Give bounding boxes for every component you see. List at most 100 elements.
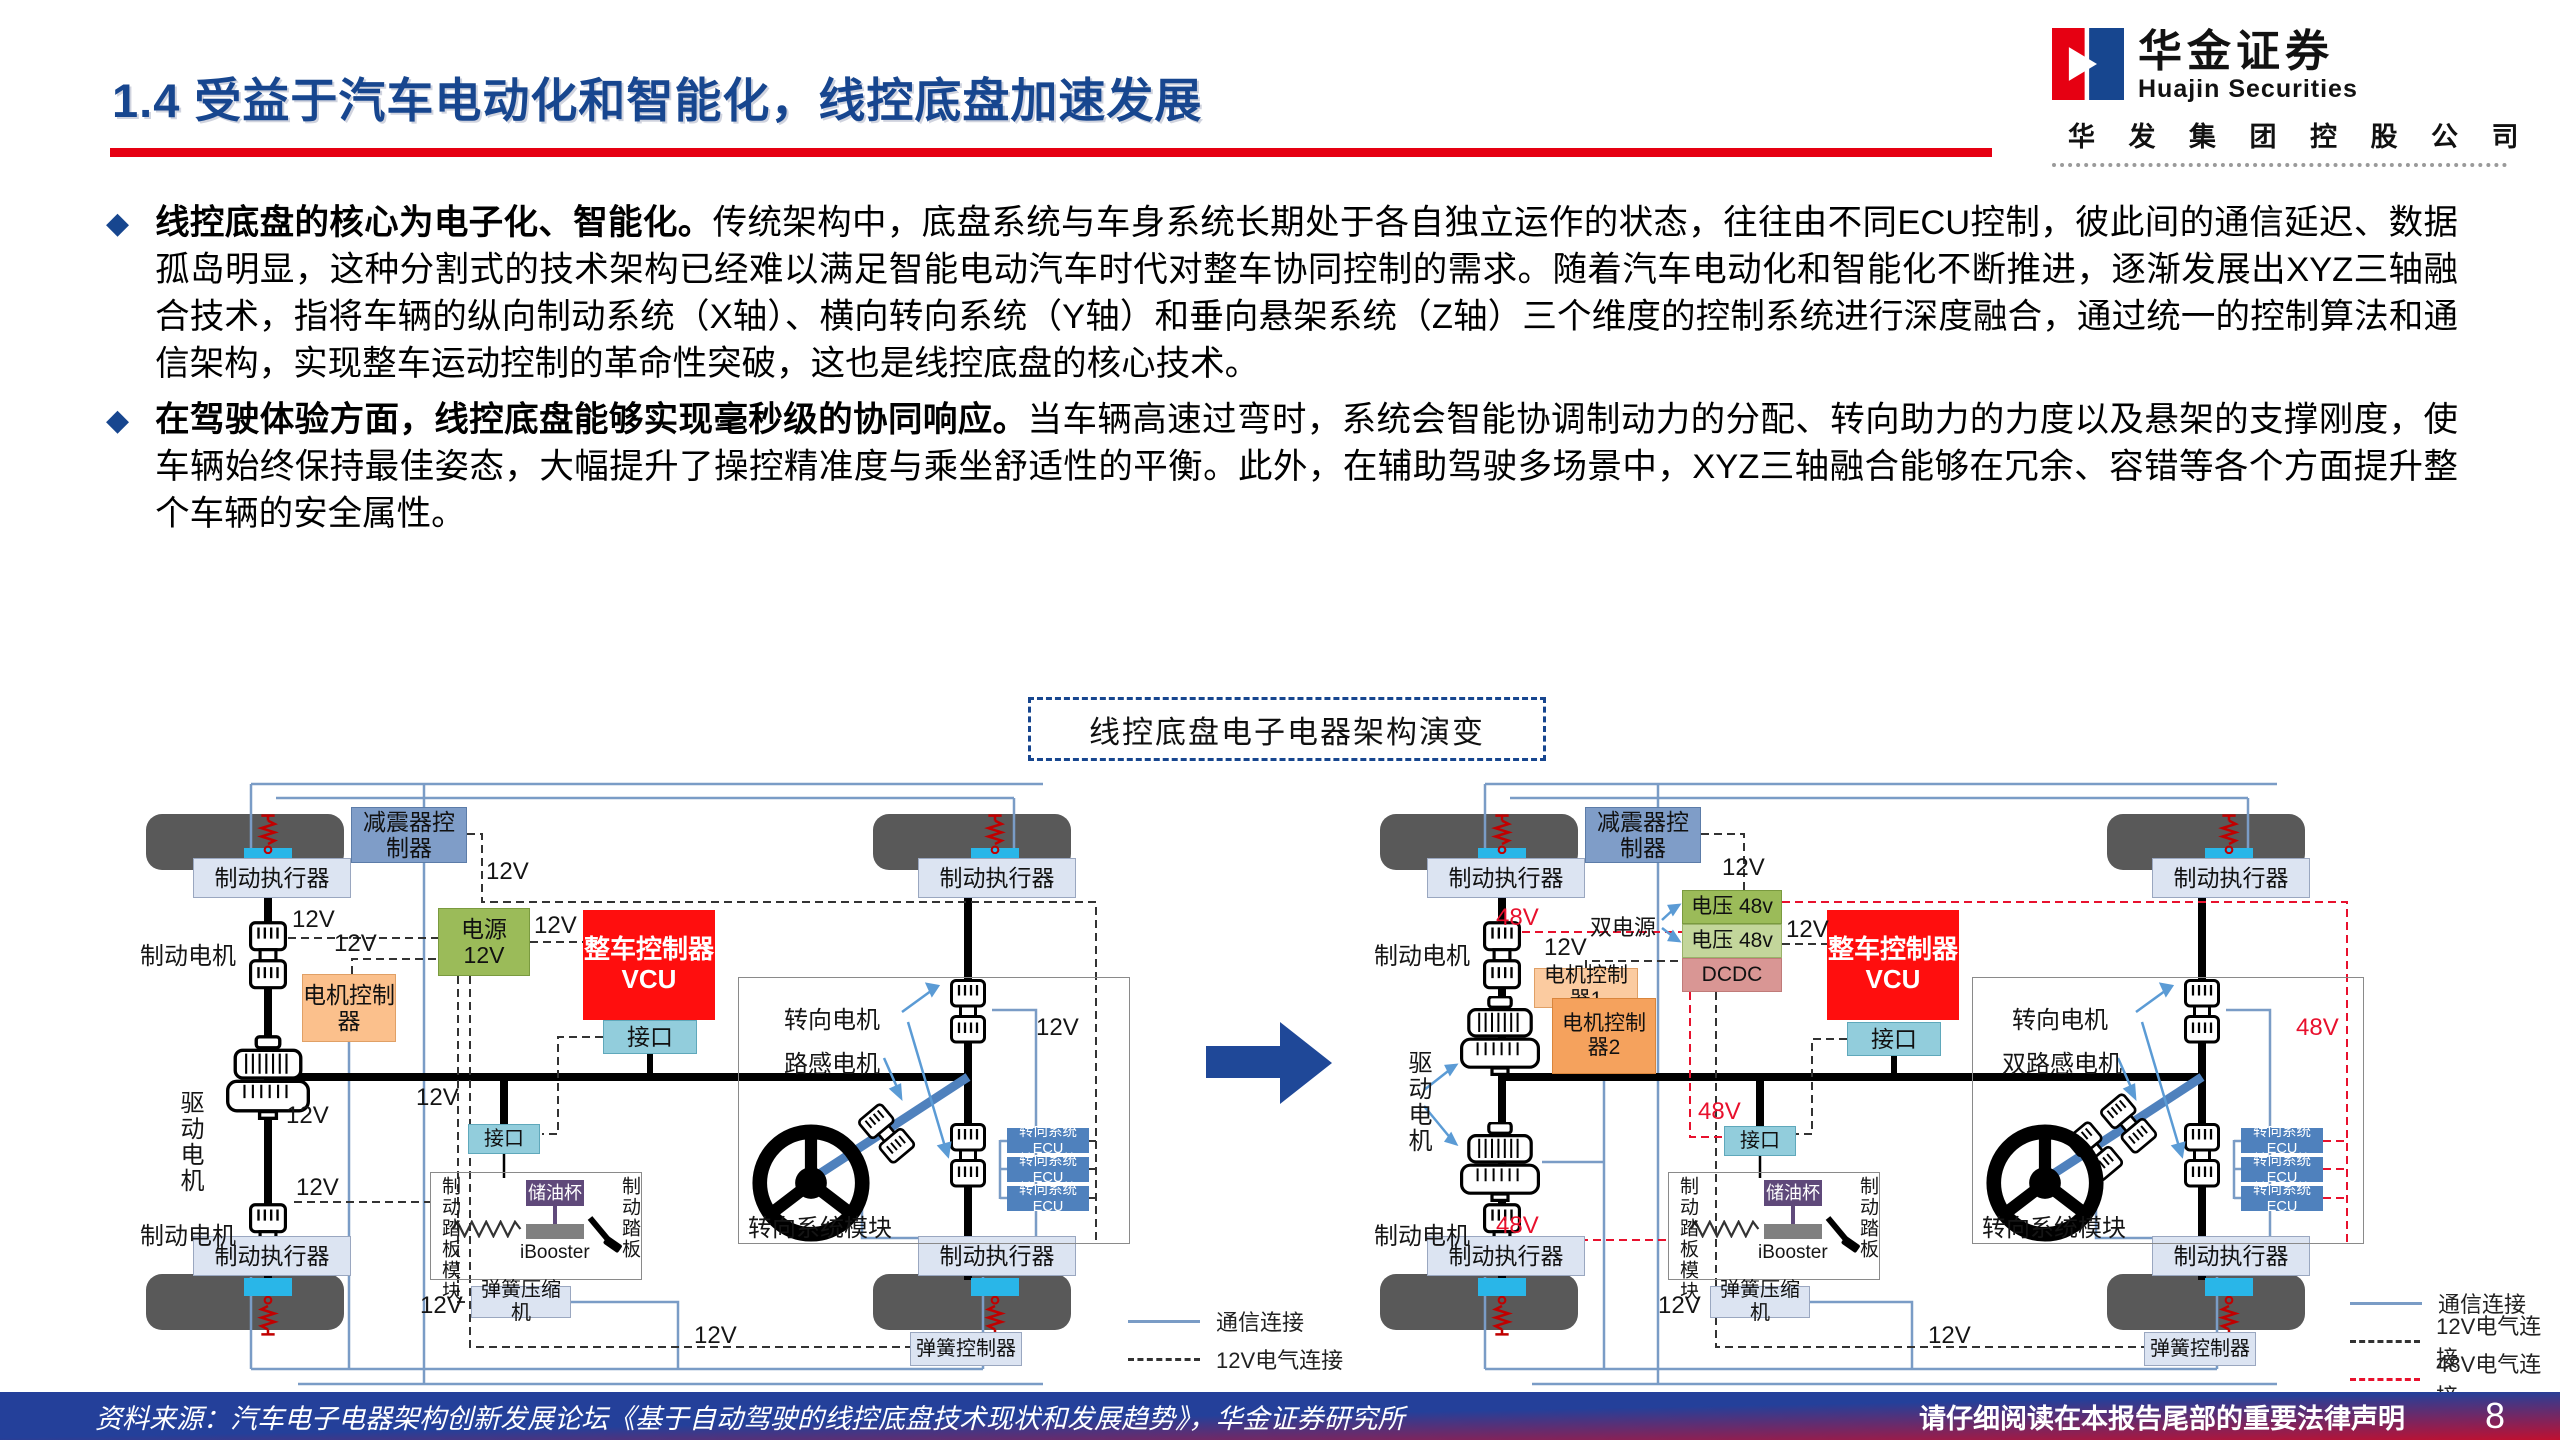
dcdc-box: DCDC xyxy=(1682,958,1782,992)
elec12-line-sample xyxy=(2350,1339,2421,1343)
spring-controller-box: 弹簧控制器 xyxy=(910,1332,1022,1366)
legend-comm-label: 通信连接 xyxy=(1216,1310,1305,1335)
vcu-label-cn: 整车控制器 xyxy=(1827,934,1958,965)
page-number: 8 xyxy=(2484,1395,2505,1436)
shock-controller-box: 减震器控制器 xyxy=(351,807,467,863)
steer-motor-label: 转向电机 xyxy=(2012,1007,2108,1034)
elec48-line-sample xyxy=(2350,1377,2421,1381)
brake-motor-label: 制动电机 xyxy=(1374,1223,1470,1250)
motor-controller2-box: 电机控制器2 xyxy=(1552,998,1656,1074)
bullet-item-2: ◆ 在驾驶体验方面，线控底盘能够实现毫秒级的协同响应。当车辆高速过弯时，系统会智… xyxy=(106,397,2458,538)
v48-label: 48V xyxy=(1496,1212,1539,1239)
brake-actuator-box: 制动执行器 xyxy=(1427,858,1585,898)
brake-pedal-label: 制动踏板 xyxy=(619,1176,640,1260)
steering-ecu-box: 转向系统ECU xyxy=(2241,1182,2323,1215)
drive-motor-label: 驱动电机 xyxy=(1404,1050,1431,1154)
steering-ecu-box: 转向系统ECU xyxy=(1007,1153,1089,1186)
source-text: 资料来源：汽车电子电器架构创新发展论坛《基于自动驾驶的线控底盘技术现状和发展趋势… xyxy=(95,1403,1405,1434)
huajin-logo-icon xyxy=(2052,28,2124,105)
v12-label: 12V xyxy=(1036,1014,1079,1041)
v12-label: 12V xyxy=(286,1102,329,1129)
brake-motor-label: 制动电机 xyxy=(140,943,236,970)
road-motor-label: 路感电机 xyxy=(784,1051,880,1078)
vcu-label-cn: 整车控制器 xyxy=(583,934,714,965)
brake-actuator-box: 制动执行器 xyxy=(1427,1236,1585,1276)
steering-module-box xyxy=(738,977,1130,1244)
v12-label: 12V xyxy=(694,1322,737,1349)
legend-comm-label: 通信连接 xyxy=(2438,1292,2527,1317)
bullet-text-1: 线控底盘的核心为电子化、智能化。传统架构中，底盘系统与车身系统长期处于各自独立运… xyxy=(155,200,2458,388)
brake-actuator-box: 制动执行器 xyxy=(2152,858,2310,898)
brake-motor-label: 制动电机 xyxy=(1374,943,1470,970)
oil-cup-box: 储油杯 xyxy=(526,1180,584,1206)
logo-dotted-divider xyxy=(2052,163,2507,167)
bullet-list: ◆ 线控底盘的核心为电子化、智能化。传统架构中，底盘系统与车身系统长期处于各自独… xyxy=(106,200,2458,547)
legend-12v-row: 12V电气连接 xyxy=(1128,1340,1343,1378)
v12-label: 12V xyxy=(292,906,335,933)
brake-pedal-label: 制动踏板 xyxy=(1857,1176,1878,1260)
v48-label: 48V xyxy=(2296,1014,2339,1041)
brake-actuator-box: 制动执行器 xyxy=(2152,1236,2310,1276)
legend-right: 通信连接 12V电气连接 48V电气连接 xyxy=(2350,1284,2560,1409)
legacy-architecture-diagram: 制动执行器 制动执行器 制动执行器 制动执行器 减震器控制器 电源 12V 电机… xyxy=(138,772,1190,1400)
bullet-1-lead: 线控底盘的核心为电子化、智能化。 xyxy=(155,204,713,242)
bullet-2-rest: 当车辆高速过弯时，系统会智能协调制动力的分配、转向助力的力度以及悬架的支撑刚度，… xyxy=(155,401,2458,533)
legal-notice-text: 请仔细阅读在本报告尾部的重要法律声明 xyxy=(1918,1403,2405,1434)
voltage48-box-2: 电压 48v xyxy=(1682,924,1782,958)
voltage48-box-1: 电压 48v xyxy=(1682,890,1782,924)
vcu-label-en: VCU xyxy=(1865,964,1921,994)
vcu-box: 整车控制器 VCU xyxy=(1827,910,1959,1020)
bullet-1-rest: 传统架构中，底盘系统与车身系统长期处于各自独立运作的状态，往往由不同ECU控制，… xyxy=(155,204,2459,383)
logo-en-text: Huajin Securities xyxy=(2138,75,2358,104)
interface-box: 接口 xyxy=(1724,1126,1796,1156)
ibooster-bar xyxy=(1764,1224,1822,1239)
title-underline xyxy=(110,148,1992,157)
steering-ecu-box: 转向系统ECU xyxy=(1007,1182,1089,1215)
diamond-bullet-icon: ◆ xyxy=(106,404,130,437)
ibooster-label: iBooster xyxy=(520,1242,590,1263)
brake-actuator-box: 制动执行器 xyxy=(193,1236,351,1276)
bullet-item-1: ◆ 线控底盘的核心为电子化、智能化。传统架构中，底盘系统与车身系统长期处于各自独… xyxy=(106,200,2458,388)
shock-controller-box: 减震器控制器 xyxy=(1585,807,1701,863)
oil-cup-box: 储油杯 xyxy=(1764,1180,1822,1206)
ibooster-label: iBooster xyxy=(1758,1242,1828,1263)
legacy-diagram-canvas xyxy=(146,782,1097,1386)
vcu-label-en: VCU xyxy=(621,964,677,994)
footer-bar: 资料来源：汽车电子电器架构创新发展论坛《基于自动驾驶的线控底盘技术现状和发展趋势… xyxy=(0,1392,2560,1440)
motor-controller-box: 电机控制器 xyxy=(302,974,396,1042)
v12-label: 12V xyxy=(1544,934,1587,961)
v12-label: 12V xyxy=(1928,1322,1971,1349)
brake-actuator-box: 制动执行器 xyxy=(918,858,1076,898)
page-title: 1.4 受益于汽车电动化和智能化，线控底盘加速发展 xyxy=(112,74,1203,127)
bullet-2-lead: 在驾驶体验方面，线控底盘能够实现毫秒级的协同响应。 xyxy=(155,401,1028,439)
brake-pedal-module-box xyxy=(1668,1172,1880,1280)
power-label: 电源 xyxy=(461,915,507,942)
legend-12v-row: 12V电气连接 xyxy=(2350,1314,2560,1371)
legend-12v-label: 12V电气连接 xyxy=(2436,1314,2542,1371)
spring-compressor-box: 弹簧压缩机 xyxy=(1710,1279,1810,1324)
legend-comm-row: 通信连接 xyxy=(2350,1284,2560,1322)
interface-box: 接口 xyxy=(603,1020,697,1054)
v12-label: 12V xyxy=(420,1292,463,1319)
legend-left: 通信连接 12V电气连接 xyxy=(1128,1302,1343,1378)
comm-line-sample xyxy=(2350,1301,2422,1305)
brake-actuator-box: 制动执行器 xyxy=(918,1236,1076,1276)
brake-motor-label: 制动电机 xyxy=(140,1223,236,1250)
evolved-architecture-diagram: 制动执行器 制动执行器 制动执行器 制动执行器 减震器控制器 电压 48v 电压… xyxy=(1372,772,2434,1400)
steer-motor-label: 转向电机 xyxy=(784,1007,880,1034)
power-voltage-label: 12V xyxy=(463,942,505,968)
comm-line-sample xyxy=(1128,1319,1200,1323)
huajin-logo: 华金证券 Huajin Securities 华 发 集 团 控 股 公 司 xyxy=(2052,28,2522,167)
steering-ecu-box: 转向系统ECU xyxy=(2241,1153,2323,1186)
power-box: 电源 12V xyxy=(438,908,530,976)
legend-comm-row: 通信连接 xyxy=(1128,1302,1343,1340)
v12-label: 12V xyxy=(1658,1292,1701,1319)
brake-pedal-module-box xyxy=(430,1172,642,1280)
spring-controller-box: 弹簧控制器 xyxy=(2144,1332,2256,1366)
v12-label: 12V xyxy=(1786,916,1829,943)
v12-label: 12V xyxy=(534,912,577,939)
dual-road-motor-label: 双路感电机 xyxy=(2002,1051,2122,1078)
ibooster-bar xyxy=(526,1224,584,1239)
steering-module-box xyxy=(1972,977,2364,1244)
v12-label: 12V xyxy=(416,1084,459,1111)
